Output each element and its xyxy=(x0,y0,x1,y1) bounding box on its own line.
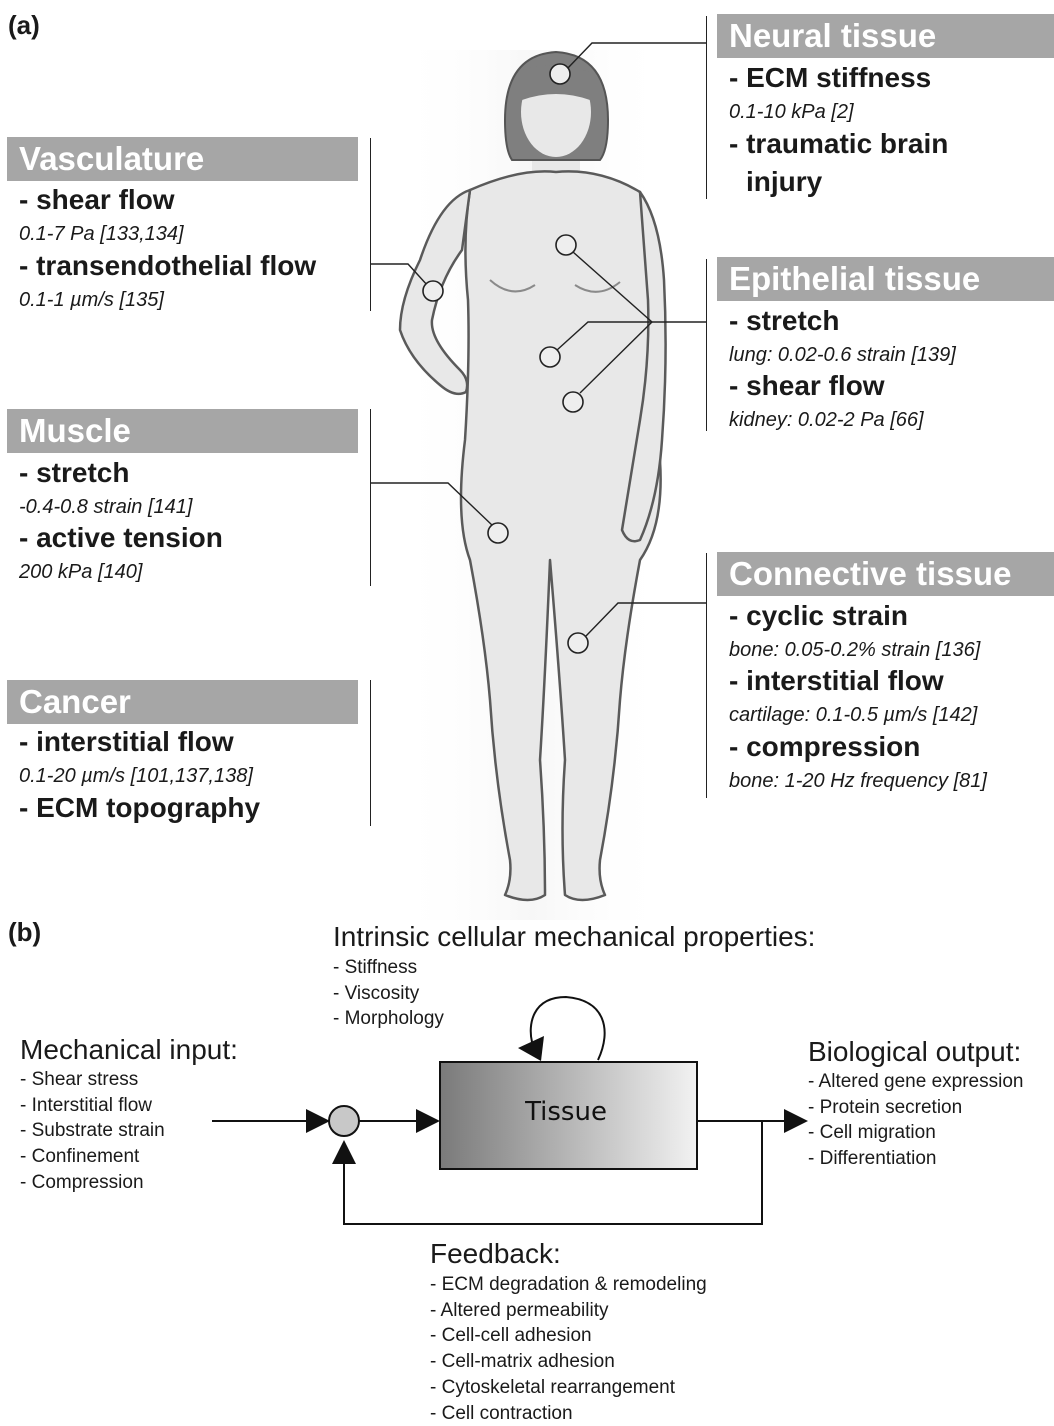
feedback-item: - Cell contraction xyxy=(430,1401,707,1426)
output-item: - Cell migration xyxy=(808,1120,1023,1146)
intrinsic-list: - Stiffness - Viscosity - Morphology xyxy=(333,955,444,1032)
summing-node xyxy=(329,1106,359,1136)
tissue-label: Tissue xyxy=(524,1097,607,1127)
output-item: - Altered gene expression xyxy=(808,1069,1023,1095)
input-item: - Interstitial flow xyxy=(20,1093,165,1119)
feedback-item: - ECM degradation & remodeling xyxy=(430,1272,707,1298)
arrow-feedback xyxy=(332,1140,356,1164)
feedback-item: - Altered permeability xyxy=(430,1298,707,1324)
arrow-into-tissue xyxy=(416,1109,440,1133)
feedback-item: - Cytoskeletal rearrangement xyxy=(430,1375,707,1401)
feedback-list: - ECM degradation & remodeling - Altered… xyxy=(430,1272,707,1426)
input-title: Mechanical input: xyxy=(20,1034,238,1066)
intrinsic-item: - Viscosity xyxy=(333,981,444,1007)
feedback-item: - Cell-cell adhesion xyxy=(430,1323,707,1349)
input-item: - Compression xyxy=(20,1170,165,1196)
intrinsic-item: - Stiffness xyxy=(333,955,444,981)
output-item: - Differentiation xyxy=(808,1146,1023,1172)
arrow-output xyxy=(784,1109,808,1133)
feedback-item: - Cell-matrix adhesion xyxy=(430,1349,707,1375)
input-item: - Substrate strain xyxy=(20,1118,165,1144)
input-item: - Confinement xyxy=(20,1144,165,1170)
output-item: - Protein secretion xyxy=(808,1095,1023,1121)
feedback-title: Feedback: xyxy=(430,1238,561,1270)
intrinsic-title: Intrinsic cellular mechanical properties… xyxy=(333,921,815,953)
arrow-into-node xyxy=(306,1109,330,1133)
intrinsic-item: - Morphology xyxy=(333,1006,444,1032)
input-item: - Shear stress xyxy=(20,1067,165,1093)
output-list: - Altered gene expression - Protein secr… xyxy=(808,1069,1023,1172)
input-list: - Shear stress - Interstitial flow - Sub… xyxy=(20,1067,165,1196)
output-title: Biological output: xyxy=(808,1036,1021,1068)
